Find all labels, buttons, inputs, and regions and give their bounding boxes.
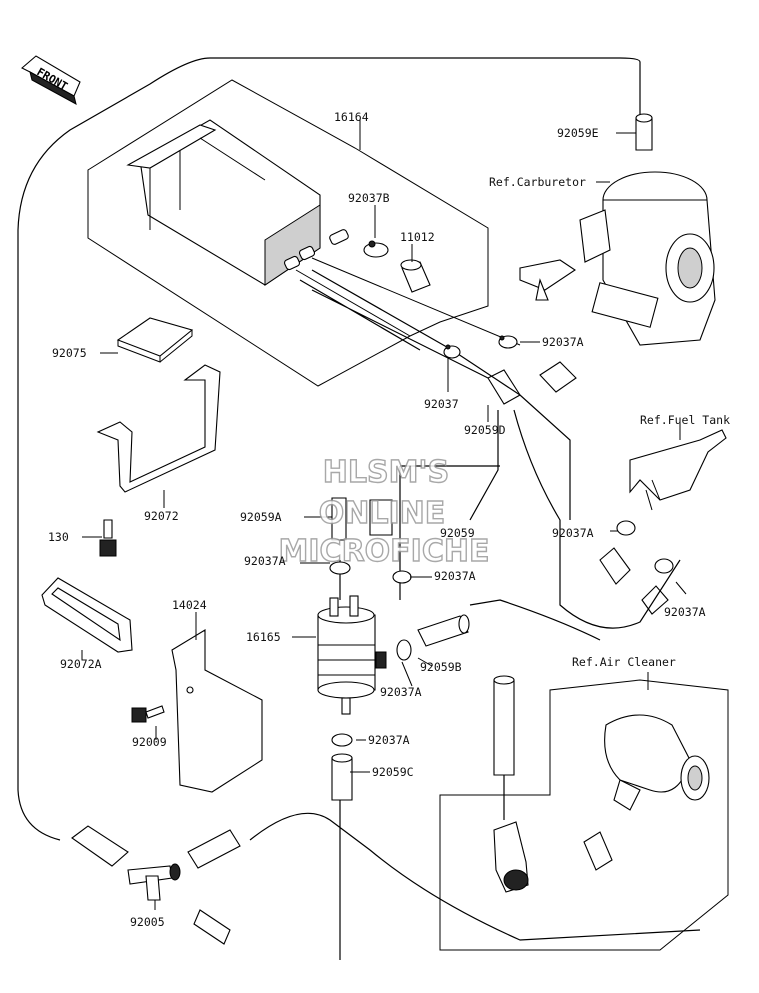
label-130: 130: [48, 530, 69, 544]
hose-92059C: [331, 753, 353, 801]
air-elbow: [493, 821, 529, 893]
main-hose-loop: [17, 57, 641, 841]
bolt-92009: [131, 705, 165, 723]
label-92005: 92005: [130, 915, 165, 929]
label-11012: 11012: [400, 230, 435, 244]
tee-92005: [127, 863, 181, 901]
label-92037A-bottom: 92037A: [368, 733, 410, 747]
label-92037A-tank-2: 92037A: [664, 605, 706, 619]
label-92037A-filter-right: 92037A: [434, 569, 476, 583]
canister-group: [87, 79, 521, 387]
label-92037B: 92037B: [348, 191, 390, 205]
air-cleaner-group: [439, 679, 729, 951]
carburetor: [519, 171, 716, 346]
clip-92037A-filter-right: [392, 570, 412, 584]
strap-92072A: [41, 577, 133, 653]
watermark-line-2: ONLINE: [319, 496, 446, 531]
label-92059C: 92059C: [372, 765, 414, 779]
rubber-cap-11012: [400, 259, 431, 293]
label-ref-fuel-tank: Ref.Fuel Tank: [640, 413, 730, 427]
label-92009: 92009: [132, 735, 167, 749]
label-ref-air-cleaner: Ref.Air Cleaner: [572, 655, 676, 669]
watermark-line-3: MICROFICHE: [279, 534, 490, 569]
label-92059D: 92059D: [464, 423, 506, 437]
label-92037A-filter-top: 92037A: [244, 554, 286, 568]
bracket-92072: [96, 364, 221, 493]
label-92059: 92059: [440, 526, 475, 540]
label-92059E: 92059E: [557, 126, 599, 140]
clip-92037A-tank-1: [616, 520, 636, 536]
label-92059A: 92059A: [240, 510, 282, 524]
clip-92037: [443, 344, 461, 359]
bolt-130: [99, 519, 117, 557]
hose-92059B: [417, 614, 470, 647]
label-92037A-tank-1: 92037A: [552, 526, 594, 540]
watermark: HLSM'S ONLINE MICROFICHE: [278, 454, 490, 569]
clip-92037A-bottom: [331, 733, 353, 747]
clip-92037A-carb: [498, 335, 518, 349]
label-ref-carburetor: Ref.Carburetor: [489, 175, 586, 189]
fuel-filter-16165: [317, 595, 387, 715]
watermark-line-1: HLSM'S: [323, 455, 449, 490]
hose-bottom-2: [187, 829, 241, 869]
label-92037A-b: 92037A: [380, 685, 422, 699]
fuel-tank-fitting: [629, 429, 727, 511]
front-arrow-icon: FRONT: [21, 55, 81, 105]
hose-bottom-right: [249, 790, 701, 960]
hose-92059D: [487, 369, 521, 405]
clip-92037A-tank-2: [654, 558, 674, 574]
label-16165: 16165: [246, 630, 281, 644]
hose-bottom-3: [193, 909, 231, 945]
clip-92037A-filter-top: [329, 561, 351, 575]
hose-92059E: [635, 113, 653, 151]
hose-small-1: [539, 361, 577, 393]
label-92072: 92072: [144, 509, 179, 523]
air-cleaner-valve: [604, 714, 710, 811]
cover-14024: [171, 629, 263, 793]
label-14024: 14024: [172, 598, 207, 612]
label-92075: 92075: [52, 346, 87, 360]
label-92072A: 92072A: [60, 657, 102, 671]
air-hose-short: [583, 831, 613, 871]
hose-92059A: [331, 497, 347, 541]
label-92037: 92037: [424, 397, 459, 411]
long-hose: [493, 675, 515, 776]
label-16164: 16164: [334, 110, 369, 124]
hose-tank-1: [599, 547, 631, 585]
clip-92037A-b: [396, 639, 412, 661]
label-92037A-carb: 92037A: [542, 335, 584, 349]
label-92059B: 92059B: [420, 660, 462, 674]
clip-92037B: [363, 240, 389, 258]
hose-bottom-1: [71, 825, 129, 867]
